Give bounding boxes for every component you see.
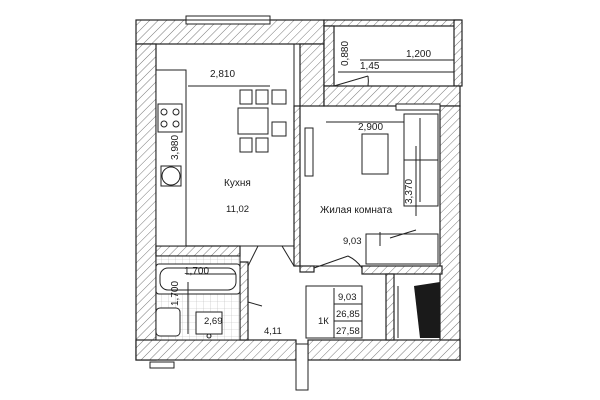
kitchen-area: 11,02: [226, 204, 249, 215]
wall-bottom-right: [307, 339, 461, 361]
wall-balcony-right: [453, 19, 463, 87]
bed: [365, 233, 439, 265]
hall-area: 4,11: [264, 326, 282, 337]
area-summary: 1К 9,03 26,85 27,58: [318, 288, 362, 338]
kitchen-furniture: [155, 69, 287, 247]
toilet: [155, 307, 181, 337]
burner-icon: [160, 108, 168, 116]
dim-balcony-width: 1,200: [406, 49, 431, 60]
bathroom-door: [247, 301, 263, 307]
summary-total-area: 26,85: [336, 309, 360, 320]
summary-total-with-balcony: 27,58: [336, 326, 360, 337]
kitchen-door: [247, 245, 259, 267]
wall-kitchen-bath: [155, 245, 241, 257]
entrance-door: [295, 343, 309, 391]
dining-table: [237, 107, 269, 135]
chair-icon: [255, 89, 269, 105]
wall-left: [135, 43, 157, 361]
chair-icon: [239, 89, 253, 105]
burner-icon: [160, 120, 168, 128]
chair-icon: [239, 137, 253, 153]
bathroom-area: 2,69: [204, 316, 223, 327]
hall-fixtures: [305, 282, 440, 339]
dim-kitchen-length: 3,980: [170, 135, 181, 160]
bathroom-fixtures: [155, 263, 241, 339]
wall-balcony-left: [323, 25, 335, 87]
dim-balcony-depth: 0,880: [340, 41, 351, 66]
wall-bottom: [135, 339, 297, 361]
dim-living-width: 2,900: [358, 122, 383, 133]
wall-partition-kitchen: [293, 105, 301, 267]
wall-living-top: [323, 85, 461, 107]
bath-vent: [149, 361, 175, 369]
windows: [149, 15, 441, 369]
burner-icon: [172, 108, 180, 116]
burner-icon: [172, 120, 180, 128]
living-name: Жилая комната: [320, 205, 393, 216]
wall-living-bottom: [361, 265, 443, 275]
wall-kitchen-living: [299, 43, 325, 107]
sink-icon: [161, 166, 181, 186]
apartment-type: 1К: [318, 316, 329, 327]
dim-living-length: 3,370: [404, 179, 415, 204]
kitchen-counter: [155, 69, 187, 247]
doors: [247, 75, 369, 391]
wall-living-bottom-left: [299, 265, 315, 273]
living-window: [395, 103, 441, 111]
dim-bath-length: 1,700: [170, 281, 181, 306]
dim-kitchen-width: 2,810: [210, 69, 235, 80]
wall-balcony-top: [323, 19, 461, 27]
balcony-outline: [333, 25, 455, 87]
living-furniture: [304, 113, 439, 265]
shaft-fill: [414, 282, 440, 338]
drain-icon: [206, 333, 212, 339]
wall-shaft: [385, 273, 395, 341]
bathtub: [155, 263, 241, 295]
sink-basin: [160, 165, 182, 187]
dim-balcony-door: 1,45: [360, 61, 380, 72]
tv-unit: [304, 127, 314, 177]
dim-bath-width: 1,700: [184, 266, 209, 277]
summary-living-area: 9,03: [338, 292, 357, 303]
wall-right: [439, 105, 461, 361]
chair-icon: [271, 89, 287, 105]
wall-bath-right: [239, 261, 249, 341]
stove: [157, 103, 183, 133]
balcony-door: [333, 75, 369, 87]
chair-icon: [271, 121, 287, 137]
living-outline: [299, 105, 441, 267]
coffee-table: [361, 133, 389, 175]
living-door: [313, 255, 349, 269]
kitchen-name: Кухня: [224, 178, 251, 189]
chair-icon: [255, 137, 269, 153]
living-area: 9,03: [343, 236, 362, 247]
dimension-lines: [185, 59, 454, 334]
